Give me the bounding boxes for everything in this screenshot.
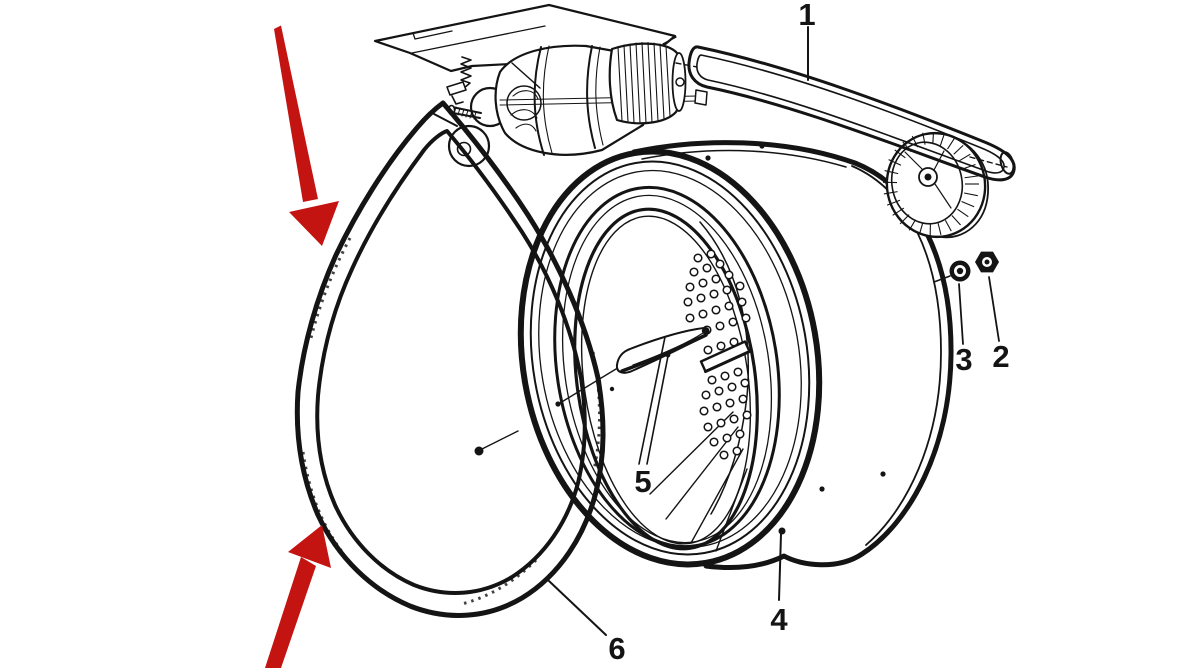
callout-3-number: 3 bbox=[955, 342, 972, 377]
callout-2-number: 2 bbox=[992, 339, 1009, 374]
red-arrow-bottom-shaft bbox=[265, 557, 316, 668]
felt-seal-loop bbox=[294, 100, 606, 618]
callout-6: 6 bbox=[548, 580, 626, 666]
red-arrow-top bbox=[274, 25, 339, 246]
callout-2: 2 bbox=[988, 276, 1010, 374]
drum-interior-arc bbox=[699, 221, 750, 515]
callout-1: 1 bbox=[798, 0, 816, 81]
front-rim-outer bbox=[517, 148, 823, 568]
blower-depth-rim bbox=[940, 133, 989, 239]
shell-dots bbox=[609, 143, 886, 492]
blower-wheel bbox=[883, 131, 1015, 239]
belt-axis-dashes bbox=[675, 62, 1008, 168]
belt-inner bbox=[696, 54, 1005, 174]
callout-4: 4 bbox=[770, 527, 788, 637]
callout-5-number: 5 bbox=[634, 464, 651, 499]
callout-4-number: 4 bbox=[770, 602, 788, 637]
motor-spring bbox=[446, 56, 472, 105]
drum-assembly bbox=[517, 140, 954, 571]
plate-notch bbox=[377, 25, 677, 54]
callout-5: 5 bbox=[634, 336, 671, 499]
drum-perforations bbox=[683, 249, 752, 460]
washer-part bbox=[933, 260, 971, 283]
red-arrow-top-head bbox=[289, 201, 339, 246]
blower-face bbox=[890, 141, 964, 225]
drum-shell-outline bbox=[631, 140, 954, 571]
motor-ribbed-cap bbox=[608, 41, 687, 125]
seal-apex-crease bbox=[433, 113, 458, 127]
callout-3: 3 bbox=[955, 283, 973, 377]
paddle-tip-dot bbox=[701, 327, 709, 335]
callouts: 1 2 3 4 5 6 bbox=[474, 0, 1010, 666]
seal-outer-edge bbox=[294, 100, 606, 618]
red-arrow-bottom bbox=[265, 525, 331, 668]
red-arrow-top-shaft bbox=[274, 25, 318, 202]
callout-1-number: 1 bbox=[798, 0, 815, 32]
drum-baffle bbox=[699, 340, 751, 373]
drive-belt bbox=[675, 45, 1016, 182]
front-rim-ring2 bbox=[529, 160, 811, 556]
dot-leader bbox=[555, 368, 617, 407]
motor-assembly bbox=[373, 3, 708, 168]
blower-fins bbox=[883, 132, 979, 237]
callout-6-number: 6 bbox=[608, 631, 625, 666]
seal-inner-edge bbox=[315, 129, 587, 595]
nut-part bbox=[975, 251, 999, 273]
pin-leader bbox=[474, 430, 519, 456]
belt-outer bbox=[687, 45, 1016, 182]
drum-radial-lines bbox=[649, 411, 748, 552]
red-arrow-bottom-head bbox=[288, 525, 331, 568]
